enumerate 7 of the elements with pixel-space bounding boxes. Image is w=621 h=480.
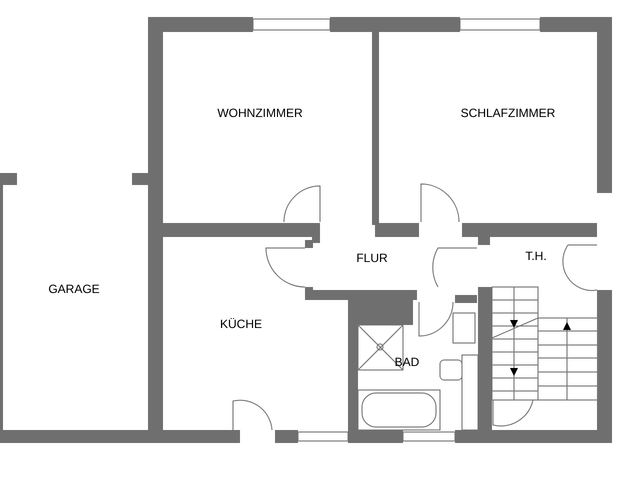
room-label: WOHNZIMMER — [217, 107, 303, 119]
room-label: BAD — [394, 356, 420, 368]
room-label: KÜCHE — [220, 318, 262, 330]
room-label: T.H. — [525, 250, 547, 262]
room-label: FLUR — [356, 252, 388, 264]
room-label: SCHLAFZIMMER — [460, 107, 556, 119]
room-label: GARAGE — [48, 283, 100, 295]
